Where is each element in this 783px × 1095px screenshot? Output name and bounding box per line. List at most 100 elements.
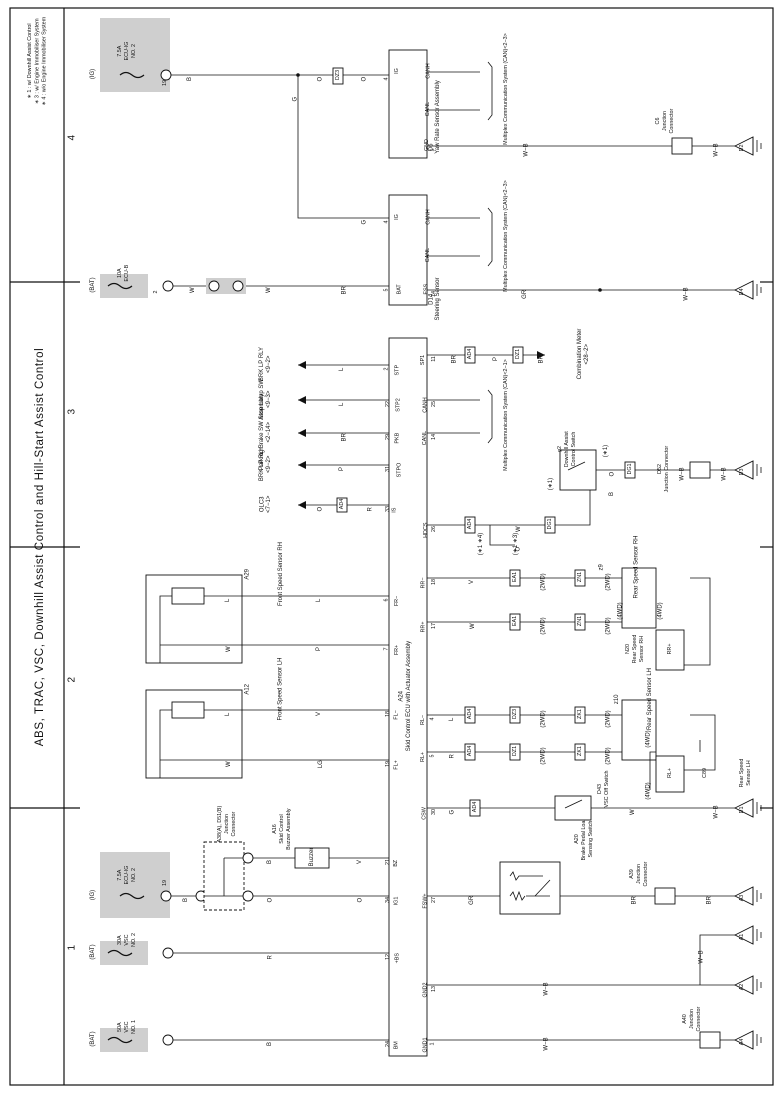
svg-text:ECU-B: ECU-B: [124, 264, 130, 281]
svg-text:R: R: [450, 754, 456, 759]
svg-text:5: 5: [384, 289, 390, 292]
front-speed-sensor-rh: A29 Front Speed Sensor RH W P 7 L L 6: [145, 542, 390, 664]
svg-text:Connector: Connector: [643, 861, 649, 886]
svg-text:Steering Sensor: Steering Sensor: [435, 277, 441, 320]
yaw-rate-sensor: D6 Yaw Rate Sensor Assembly IG GND CANL …: [388, 49, 441, 159]
ecu-pin-label: CSW: [422, 806, 428, 819]
svg-text:Connector: Connector: [669, 108, 675, 133]
svg-text:AD4: AD4: [467, 349, 473, 360]
svg-text:Front Speed Sensor LH: Front Speed Sensor LH: [278, 657, 284, 720]
svg-text:ZN1: ZN1: [577, 572, 583, 582]
svg-text:DZ1: DZ1: [515, 349, 521, 359]
svg-text:7.5A: 7.5A: [117, 869, 123, 880]
svg-text:Skid Control ECU with Actuator: Skid Control ECU with Actuator Assembly: [406, 641, 412, 751]
ground-d1: D1: [733, 798, 762, 818]
svg-text:<9−3>: <9−3>: [266, 390, 272, 408]
wires-section-4-top: W W BR 5 B DZ3 O O 4 G G 4: [171, 67, 390, 295]
svg-text:31: 31: [385, 466, 391, 472]
svg-text:ZN1: ZN1: [577, 616, 583, 626]
svg-text:Multiplex Communication System: Multiplex Communication System (CAN)<2−3…: [503, 33, 509, 145]
ecu-pin-label: BM: [393, 1041, 399, 1050]
ecu-pin-label: SP1: [420, 355, 426, 365]
svg-text:ZK1: ZK1: [577, 709, 583, 719]
svg-text:BAT: BAT: [396, 284, 402, 295]
svg-text:N20: N20: [625, 644, 631, 654]
ground-label: D3: [739, 469, 745, 476]
svg-text:(2WD): (2WD): [541, 617, 547, 634]
svg-text:(BAT): (BAT): [90, 944, 96, 959]
wires-section-1: B 24 R 12 B A38(A), D51(B) Junction Conn…: [171, 805, 391, 1047]
ecu-pin-label: STPO: [396, 463, 402, 478]
svg-text:A39: A39: [629, 869, 635, 879]
svg-text:CANH: CANH: [426, 63, 432, 78]
svg-text:Buzzer Assembly: Buzzer Assembly: [286, 808, 292, 850]
ground-a1: A1: [733, 925, 762, 945]
ecu-pin-label: STP: [394, 365, 400, 376]
svg-text:4: 4: [384, 221, 390, 224]
svg-text:OLC3: OLC3: [259, 496, 265, 512]
ground-a3: A3: [733, 886, 762, 906]
svg-text:V: V: [357, 860, 363, 864]
svg-text:W: W: [226, 761, 232, 767]
ground-label: D1: [739, 807, 745, 814]
svg-text:W: W: [516, 526, 522, 532]
svg-text:ECU-IG: ECU-IG: [124, 866, 130, 885]
svg-text:B: B: [187, 77, 193, 81]
svg-text:C89: C89: [702, 768, 708, 778]
ground-label: A3: [739, 895, 745, 902]
ground-d4: D4: [733, 280, 762, 300]
ecu-pin-label: GND1: [422, 1038, 428, 1053]
svg-text:O: O: [318, 77, 324, 82]
svg-text:L: L: [339, 367, 345, 371]
svg-text:ECU-IG: ECU-IG: [124, 42, 130, 61]
svg-text:29: 29: [385, 434, 391, 440]
svg-text:O: O: [268, 898, 274, 903]
svg-text:(BAT): (BAT): [90, 277, 96, 292]
svg-text:Sensor RH: Sensor RH: [639, 636, 645, 662]
svg-text:EA1: EA1: [512, 616, 518, 626]
svg-text:W−B: W−B: [714, 805, 720, 818]
svg-text:33: 33: [385, 506, 391, 512]
svg-text:R: R: [368, 507, 374, 512]
svg-text:VSC Off Switch: VSC Off Switch: [604, 770, 610, 807]
svg-text:BRK LP RLY: BRK LP RLY: [259, 347, 265, 381]
note-3: ∗ 3 : w/ Engine Immobiliser System: [34, 18, 40, 104]
svg-text:GR: GR: [522, 289, 528, 299]
svg-text:DZ1: DZ1: [512, 746, 518, 756]
svg-text:12: 12: [385, 954, 391, 960]
svg-text:Brake Pedal Load: Brake Pedal Load: [581, 818, 587, 861]
ground-a4: A4: [733, 1030, 762, 1050]
svg-text:Front Speed Sensor RH: Front Speed Sensor RH: [278, 542, 284, 606]
ecu-pin-label: FR+: [394, 645, 400, 655]
svg-text:<9−2>: <9−2>: [266, 355, 272, 373]
svg-text:(∗1 ∗4): (∗1 ∗4): [478, 533, 484, 555]
svg-text:W−B: W−B: [524, 143, 530, 156]
svg-text:G: G: [450, 810, 456, 815]
svg-text:27: 27: [431, 897, 437, 903]
ground-label: A4: [739, 1039, 745, 1046]
svg-text:1: 1: [430, 1043, 436, 1046]
svg-text:17: 17: [431, 623, 437, 629]
svg-text:13: 13: [431, 986, 437, 992]
svg-text:D52: D52: [657, 464, 663, 474]
svg-text:Combination Meter: Combination Meter: [577, 329, 583, 380]
svg-text:<28−2>: <28−2>: [584, 343, 590, 364]
svg-text:W−B: W−B: [699, 950, 705, 963]
diagram-title: ABS, TRAC, VSC, Downhill Assist Control …: [34, 348, 46, 746]
section-number-3: 3: [67, 409, 78, 415]
ground-label: D4: [739, 289, 745, 296]
svg-text:(IG): (IG): [90, 69, 96, 79]
svg-text:BR: BR: [342, 285, 348, 294]
svg-text:(2WD): (2WD): [606, 710, 612, 727]
svg-text:50A: 50A: [117, 1022, 123, 1032]
svg-text:W−B: W−B: [544, 982, 550, 995]
fuse-ecu-ig-no2-a: (IG) 7.5A ECU-IG NO. 2 19: [90, 852, 172, 918]
ecu-pin-label: BZ: [393, 859, 399, 867]
svg-text:19: 19: [162, 80, 168, 86]
svg-text:W: W: [266, 287, 272, 293]
svg-text:21: 21: [385, 859, 391, 865]
svg-text:Downhill Assist: Downhill Assist: [564, 431, 570, 467]
svg-text:A20: A20: [574, 834, 580, 844]
